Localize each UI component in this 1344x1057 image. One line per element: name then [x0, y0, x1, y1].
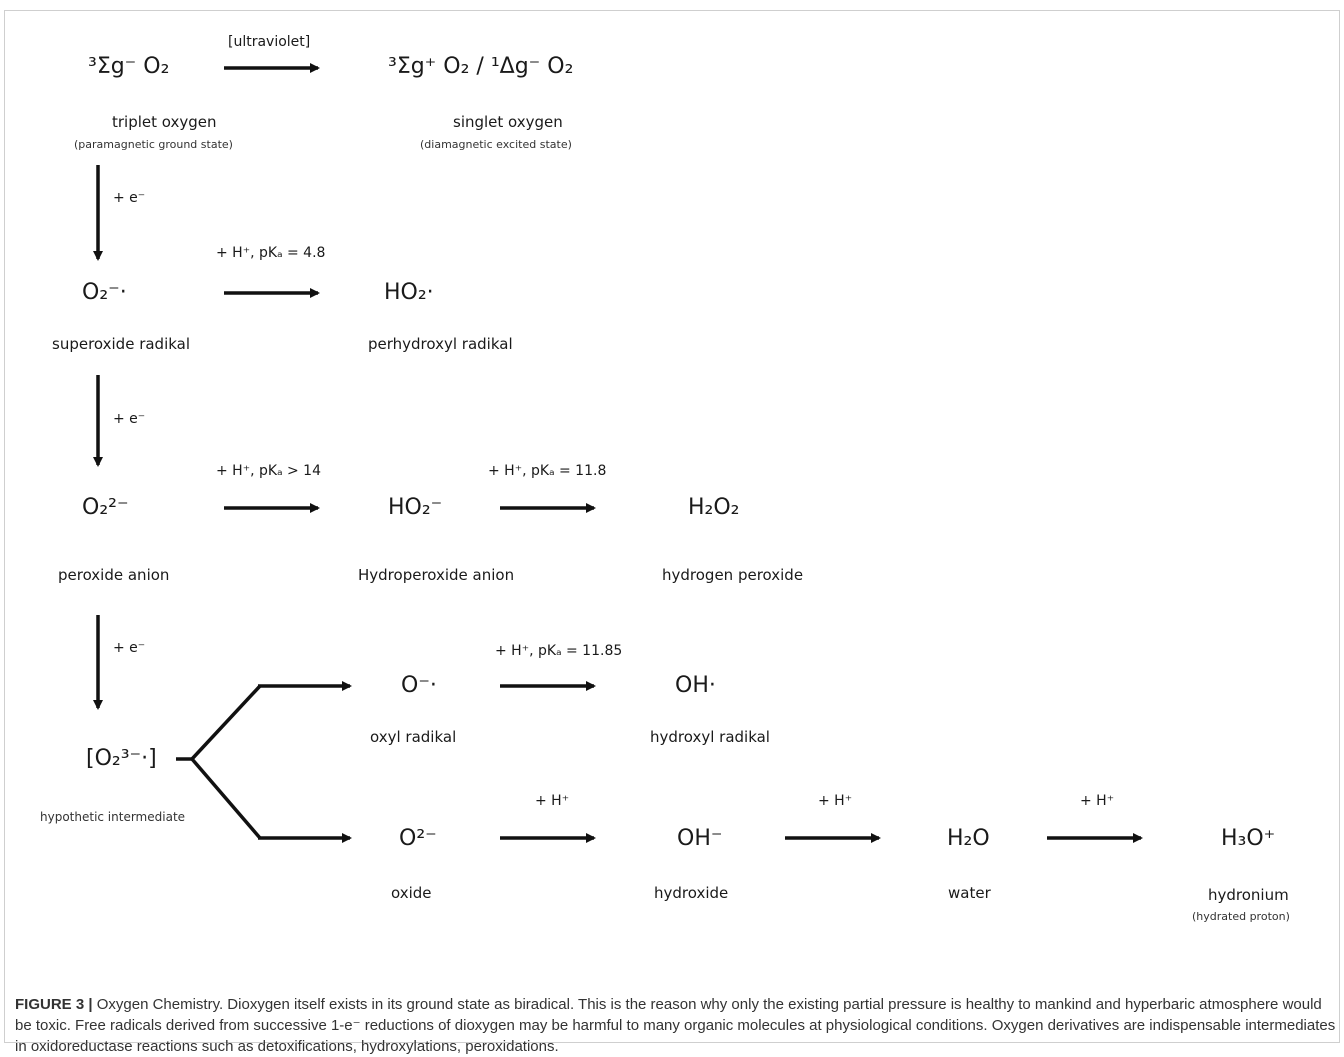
name-oxyl: oxyl radikal — [370, 728, 457, 746]
label-pka48: + H⁺, pKₐ = 4.8 — [216, 245, 326, 261]
label-e2: + e⁻ — [113, 411, 146, 427]
superoxide-symbol: O₂⁻· — [82, 280, 127, 305]
note-singlet-oxygen: (diamagnetic excited state) — [420, 138, 572, 151]
name-superoxide: superoxide radikal — [52, 335, 191, 353]
hydrogen-peroxide-symbol: H₂O₂ — [688, 495, 740, 520]
name-triplet-oxygen: triplet oxygen — [112, 113, 217, 131]
name-hydroxide: hydroxide — [654, 884, 729, 902]
label-h1: + H⁺ — [535, 793, 570, 809]
name-oxide: oxide — [391, 884, 432, 902]
label-e3: + e⁻ — [113, 640, 146, 656]
perhydroxyl-symbol: HO₂· — [384, 280, 434, 305]
label-ultraviolet: [ultraviolet] — [228, 34, 311, 50]
figure-frame — [4, 10, 1340, 1043]
water-symbol: H₂O — [947, 826, 990, 851]
hydroxide-symbol: OH⁻ — [677, 826, 723, 851]
name-hydroperoxide: Hydroperoxide anion — [358, 566, 515, 584]
name-hydroxyl-radical: hydroxyl radikal — [650, 728, 770, 746]
figure-caption: FIGURE 3 | Oxygen Chemistry. Dioxygen it… — [15, 994, 1340, 1057]
branch-upper — [190, 684, 262, 761]
label-pka14: + H⁺, pKₐ > 14 — [216, 463, 321, 479]
note-triplet-oxygen: (paramagnetic ground state) — [74, 138, 233, 151]
label-pka1185: + H⁺, pKₐ = 11.85 — [495, 643, 623, 659]
name-hydrogen-peroxide: hydrogen peroxide — [662, 566, 804, 584]
peroxide-symbol: O₂²⁻ — [82, 495, 129, 520]
name-peroxide: peroxide anion — [58, 566, 170, 584]
hydroperoxide-symbol: HO₂⁻ — [388, 495, 443, 520]
oxyl-symbol: O⁻· — [401, 673, 437, 698]
name-water: water — [948, 884, 991, 902]
name-intermediate: hypothetic intermediate — [40, 810, 186, 824]
label-e1: + e⁻ — [113, 190, 146, 206]
label-h2: + H⁺ — [818, 793, 853, 809]
hydroxyl-radical-symbol: OH· — [675, 673, 716, 698]
singlet-oxygen-symbol: ³Σg⁺ O₂ / ¹Δg⁻ O₂ — [388, 54, 574, 79]
label-pka118: + H⁺, pKₐ = 11.8 — [488, 463, 607, 479]
branch-lower — [190, 757, 262, 840]
triplet-oxygen-symbol: ³Σg⁻ O₂ — [88, 54, 170, 79]
label-h3: + H⁺ — [1080, 793, 1115, 809]
note-hydronium: (hydrated proton) — [1192, 910, 1290, 923]
name-hydronium: hydronium — [1208, 886, 1289, 904]
name-perhydroxyl: perhydroxyl radikal — [368, 335, 513, 353]
oxide-symbol: O²⁻ — [399, 826, 437, 851]
caption-label: FIGURE 3 | — [15, 996, 93, 1013]
reaction-arrows — [93, 63, 1143, 843]
intermediate-symbol: [O₂³⁻·] — [86, 746, 157, 771]
caption-text: Oxygen Chemistry. Dioxygen itself exists… — [15, 996, 1336, 1055]
name-singlet-oxygen: singlet oxygen — [453, 113, 563, 131]
hydronium-symbol: H₃O⁺ — [1221, 826, 1276, 851]
